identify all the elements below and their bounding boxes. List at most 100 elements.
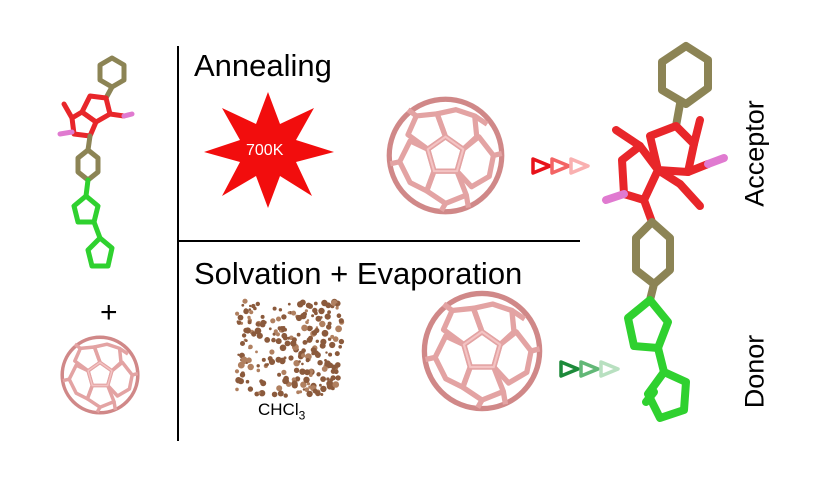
solvent-molecule	[320, 385, 327, 393]
solvent-molecule	[329, 378, 334, 382]
solvent-molecule	[236, 320, 242, 325]
solvent-molecule	[240, 341, 245, 346]
solvent-molecule	[338, 318, 344, 324]
solvent-molecule	[272, 306, 277, 311]
solvent-molecule	[327, 337, 332, 341]
solvent-molecule	[251, 303, 256, 309]
solvent-molecule	[281, 369, 287, 375]
solvent-molecule	[328, 353, 332, 357]
solvent-molecule	[235, 387, 239, 392]
solvent-molecule	[295, 314, 303, 322]
arrow-icon	[550, 157, 571, 175]
solvent-molecule	[321, 299, 328, 307]
solvent-molecule	[293, 367, 300, 373]
solvent-molecule	[302, 340, 308, 345]
solvent-molecule	[336, 313, 342, 319]
solvent-molecule	[255, 350, 258, 354]
arrow-icon	[599, 360, 620, 378]
solvent-molecule	[332, 381, 340, 388]
solvent-molecule	[317, 360, 323, 366]
solvent-molecule	[287, 302, 291, 306]
solvent-molecule	[277, 326, 282, 331]
solvent-molecule	[321, 366, 328, 372]
solvent-molecule	[324, 359, 327, 362]
solvent-molecule	[269, 349, 275, 355]
solvent-molecule	[268, 358, 276, 365]
annealing-fullerene	[389, 99, 502, 212]
solvent-molecule	[314, 352, 321, 358]
solvent-molecule	[256, 302, 260, 306]
solvent-molecule	[240, 371, 245, 376]
solvent-molecule	[282, 377, 289, 385]
solvent-molecule	[259, 321, 266, 328]
acceptor-label: Acceptor	[739, 100, 770, 207]
solvent-molecule	[324, 313, 331, 320]
solvent-molecule	[297, 301, 304, 308]
arrow-icon	[559, 360, 580, 378]
solvent-molecule	[301, 362, 304, 366]
arrow-icon	[579, 360, 600, 378]
solvent-molecule	[306, 390, 313, 398]
solvent-molecule	[264, 337, 271, 343]
solvent-molecule	[288, 355, 294, 361]
donor-label: Donor	[739, 334, 770, 409]
solvent-molecule	[268, 327, 272, 331]
solvent-molecule	[281, 314, 287, 320]
solvent-molecule	[234, 369, 240, 374]
solvent-molecule	[283, 393, 288, 398]
solvent-molecule	[315, 339, 319, 343]
solvent-molecule	[281, 332, 288, 339]
solvent-molecule	[335, 325, 342, 333]
solvent-molecule	[241, 356, 248, 363]
solvent-molecule	[310, 347, 316, 353]
solvent-molecule	[291, 310, 297, 316]
solvent-molecule	[291, 380, 298, 387]
annealing-arrows	[531, 157, 590, 175]
solvent-molecule	[306, 382, 311, 386]
solvent-molecule	[308, 373, 313, 377]
solvent-molecule	[313, 301, 318, 306]
solvent-molecule	[260, 314, 265, 319]
solvent-molecule	[312, 307, 318, 314]
solvent-molecule	[338, 345, 343, 349]
solvent-molecule	[320, 393, 324, 396]
solvent-molecule	[257, 391, 261, 395]
solvent-molecule	[319, 320, 326, 328]
solvent-molecule	[315, 315, 322, 322]
solvation-title: Solvation + Evaporation	[194, 256, 523, 291]
solvent-molecule	[300, 381, 307, 388]
solvent-molecule	[271, 337, 276, 343]
plus-sign: +	[100, 296, 118, 329]
solvent-molecule	[327, 304, 331, 308]
solvent-molecule	[304, 309, 308, 313]
solvent-molecule	[249, 310, 254, 315]
solvent-molecule	[304, 387, 310, 393]
solvent-molecule	[316, 372, 321, 377]
solvent-molecule	[277, 372, 282, 377]
solvent-molecule	[327, 362, 334, 368]
solvent-molecule	[330, 368, 336, 374]
solvent-molecule	[246, 357, 252, 364]
solvent-molecule	[312, 388, 318, 394]
solvent-molecule	[242, 298, 248, 304]
solvent-molecule	[319, 383, 322, 387]
solvent-molecule	[245, 379, 250, 384]
solvent-molecule	[303, 376, 310, 383]
solvent-molecule	[255, 322, 260, 327]
solvent-molecule	[270, 318, 276, 324]
solvent-molecule	[237, 361, 245, 369]
solvent-molecule	[300, 368, 304, 372]
solvent-molecule	[241, 303, 245, 307]
solvent-molecule	[326, 380, 334, 388]
solvent-molecule	[305, 302, 312, 309]
solvent-molecule	[335, 375, 341, 381]
left-molecule	[57, 55, 135, 269]
donor-acceptor-molecule	[602, 42, 728, 422]
solvent-molecule	[334, 351, 340, 357]
solvent-molecule	[308, 326, 313, 331]
solvent-molecule	[319, 342, 326, 349]
solvent-molecule	[276, 385, 283, 392]
solvent-molecule	[308, 335, 313, 341]
solvent-molecule	[237, 353, 240, 356]
solvent-molecule	[304, 369, 311, 376]
